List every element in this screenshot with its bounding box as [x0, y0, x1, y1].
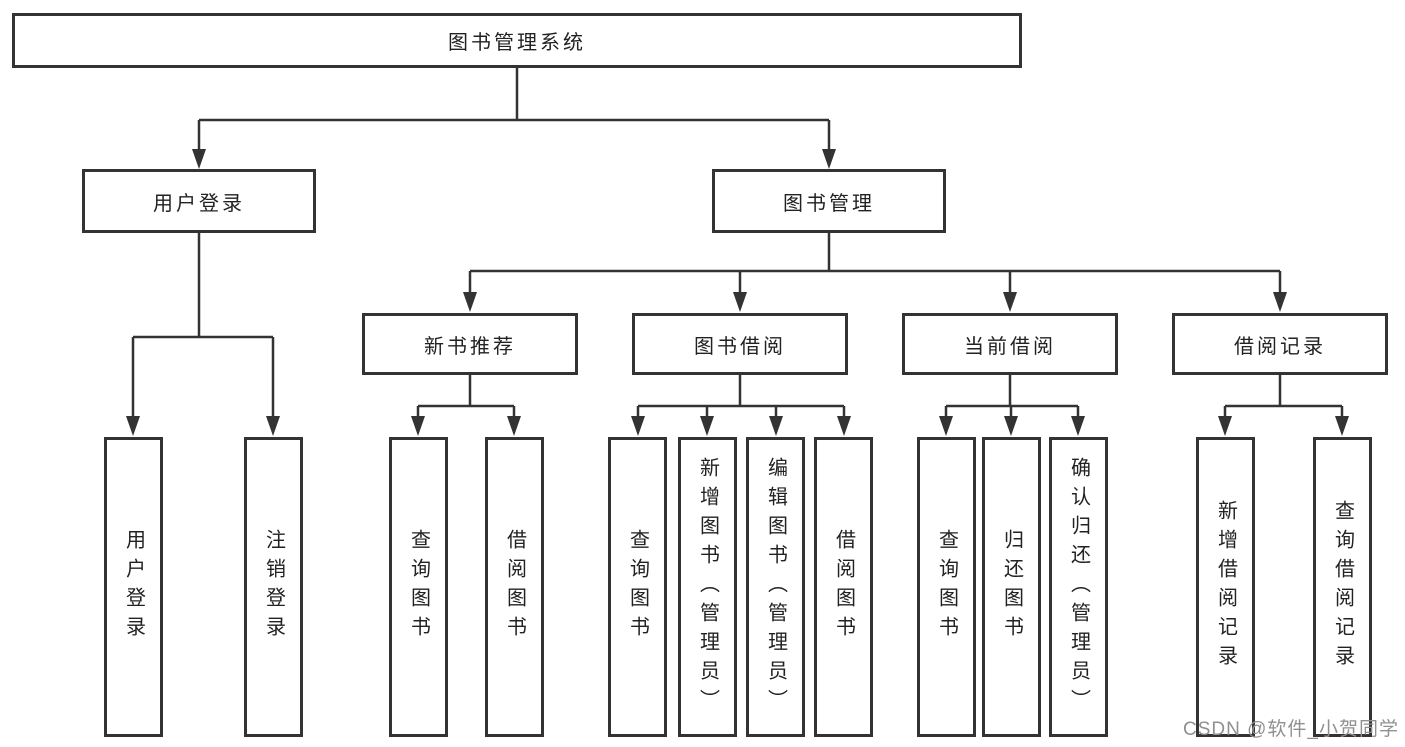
node-library-management-system: 图书管理系统 [12, 13, 1022, 68]
leaf-add-books-admin-label: 新增图书（管理员） [696, 456, 719, 718]
leaf-confirm-return-admin-label: 确认归还（管理员） [1067, 456, 1090, 718]
node-new-book-recommendation: 新书推荐 [362, 313, 578, 375]
csdn-watermark: CSDN @软件_小贺同学 [1183, 719, 1399, 740]
leaf-query-books-borrow: 查询图书 [608, 437, 667, 737]
leaf-borrow-books-recommend: 借阅图书 [485, 437, 544, 737]
leaf-borrow-books-recommend-label: 借阅图书 [503, 529, 526, 645]
arrowheads [126, 149, 1349, 436]
node-current-borrowing: 当前借阅 [902, 313, 1118, 375]
leaf-edit-books-admin: 编辑图书（管理员） [746, 437, 805, 737]
leaf-user-login: 用户登录 [104, 437, 163, 737]
leaf-logout-label: 注销登录 [262, 529, 285, 645]
leaf-confirm-return-admin: 确认归还（管理员） [1049, 437, 1108, 737]
leaf-user-login-label: 用户登录 [122, 529, 145, 645]
node-book-borrowing: 图书借阅 [632, 313, 848, 375]
leaf-query-books-recommend-label: 查询图书 [407, 529, 430, 645]
leaf-logout: 注销登录 [244, 437, 303, 737]
node-user-login: 用户登录 [82, 169, 316, 233]
leaf-add-borrow-record-label: 新增借阅记录 [1214, 500, 1237, 674]
leaf-query-books-current: 查询图书 [917, 437, 976, 737]
leaf-borrow-books-label: 借阅图书 [832, 529, 855, 645]
leaf-return-books: 归还图书 [982, 437, 1041, 737]
leaf-return-books-label: 归还图书 [1000, 529, 1023, 645]
node-borrowing-records: 借阅记录 [1172, 313, 1388, 375]
leaf-query-books-current-label: 查询图书 [935, 529, 958, 645]
leaf-add-borrow-record: 新增借阅记录 [1196, 437, 1255, 737]
leaf-borrow-books: 借阅图书 [814, 437, 873, 737]
node-book-management: 图书管理 [712, 169, 946, 233]
leaf-query-books-recommend: 查询图书 [389, 437, 448, 737]
leaf-edit-books-admin-label: 编辑图书（管理员） [764, 456, 787, 718]
leaf-add-books-admin: 新增图书（管理员） [678, 437, 737, 737]
leaf-query-borrow-record-label: 查询借阅记录 [1331, 500, 1354, 674]
leaf-query-books-borrow-label: 查询图书 [626, 529, 649, 645]
leaf-query-borrow-record: 查询借阅记录 [1313, 437, 1372, 737]
